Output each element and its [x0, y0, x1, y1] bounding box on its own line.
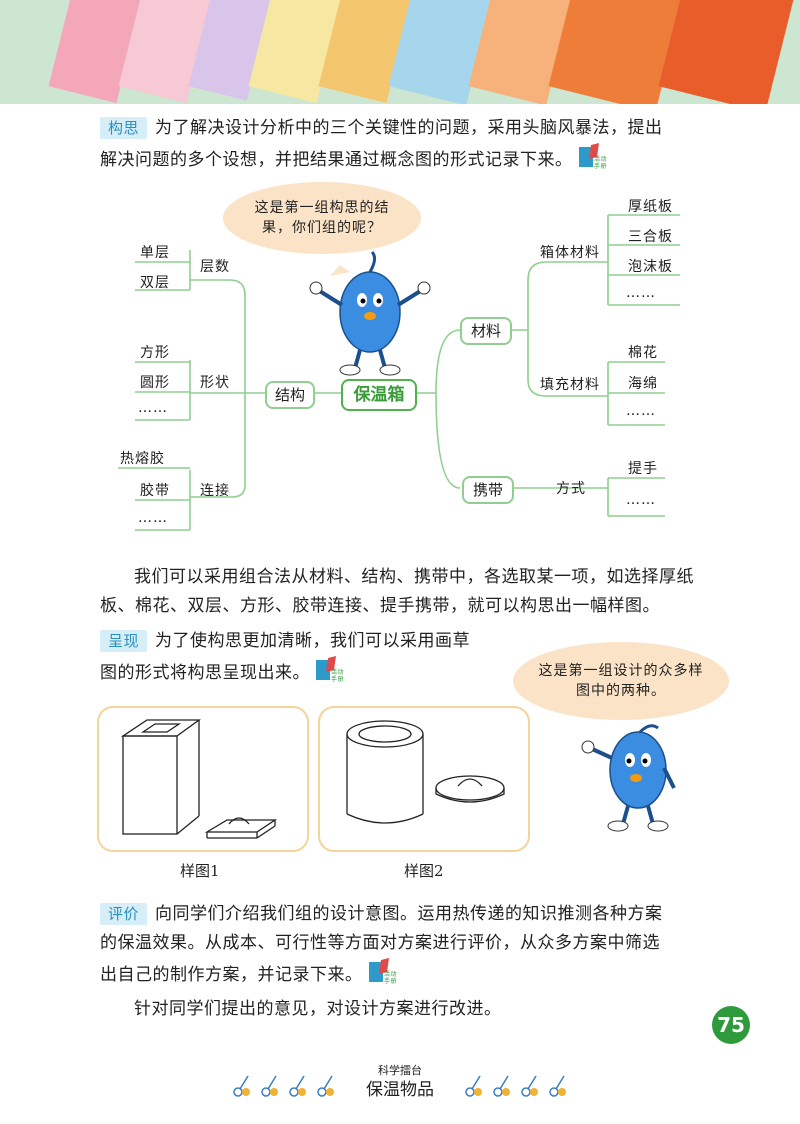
leaf-box-more: …… [626, 285, 656, 301]
header-banner [0, 0, 800, 104]
concept-center-node: 保温箱 [341, 379, 417, 411]
sample-sketch-2 [318, 706, 530, 852]
section-tag-pingjia: 评价 [100, 903, 148, 925]
leaf-tape: 胶带 [140, 483, 170, 499]
node-layers: 层数 [200, 259, 230, 275]
section-tag-gousi: 构思 [100, 117, 148, 139]
leaf-fill-more: …… [626, 403, 656, 419]
round-box-sketch-icon [346, 720, 505, 824]
speech-bubble-top-text: 这是第一组构思的结果，你们组的呢？ [254, 200, 390, 236]
sample-sketch-1 [97, 706, 309, 852]
node-material: 材料 [460, 317, 512, 345]
chengxian-line2: 图的形式将构思呈现出来。 [100, 663, 310, 683]
leaf-square: 方形 [140, 345, 170, 361]
footer-title: 保温物品 [366, 1080, 434, 1100]
leaf-sponge: 海绵 [628, 376, 658, 392]
node-structure: 结构 [265, 381, 315, 409]
node-connect: 连接 [200, 483, 230, 499]
node-shape: 形状 [200, 375, 230, 391]
footer-series: 科学擂台 [378, 1064, 422, 1077]
leaf-plywood: 三合板 [628, 229, 673, 245]
svg-text:活动: 活动 [331, 668, 344, 676]
chengxian-paragraph: 呈现为了使构思更加清晰，我们可以采用画草 图的形式将构思呈现出来。活动手册 [100, 627, 520, 694]
page-number: 75 [712, 1006, 750, 1044]
combine-line2: 板、棉花、双层、方形、胶带连接、提手携带，就可以构思出一幅样图。 [100, 596, 660, 616]
pingjia-paragraph: 评价向同学们介绍我们组的设计意图。运用热传递的知识推测各种方案 的保温效果。从成… [100, 900, 760, 996]
activity-manual-icon: 活动手册 [577, 143, 611, 181]
node-box-material: 箱体材料 [540, 245, 600, 261]
leaf-cardboard: 厚纸板 [628, 199, 673, 215]
improve-paragraph: 针对同学们提出的意见，对设计方案进行改进。 [134, 999, 502, 1019]
node-fill-material: 填充材料 [540, 377, 600, 393]
chengxian-line1: 为了使构思更加清晰，我们可以采用画草 [155, 631, 471, 651]
mascot-icon [309, 250, 431, 376]
svg-text:手册: 手册 [331, 675, 344, 683]
speech-bubble-right: 这是第一组设计的众多样图中的两种。 [513, 642, 729, 720]
gousi-paragraph: 构思为了解决设计分析中的三个关键性的问题，采用头脑风暴法，提出 解决问题的多个设… [100, 114, 740, 181]
combine-line1: 我们可以采用组合法从材料、结构、携带中，各选取某一项，如选择厚纸 [134, 567, 694, 587]
leaf-hot-glue: 热熔胶 [120, 451, 165, 467]
section-tag-chengxian: 呈现 [100, 630, 148, 652]
speech-bubble-top: 这是第一组构思的结果，你们组的呢？ [223, 182, 421, 254]
combine-paragraph-2: 板、棉花、双层、方形、胶带连接、提手携带，就可以构思出一幅样图。 [100, 592, 760, 621]
svg-text:手册: 手册 [594, 162, 607, 170]
activity-manual-icon: 活动手册 [314, 656, 348, 694]
gousi-line1: 为了解决设计分析中的三个关键性的问题，采用头脑风暴法，提出 [155, 118, 663, 138]
speech-bubble-right-text: 这是第一组设计的众多样图中的两种。 [538, 663, 704, 699]
svg-text:手册: 手册 [384, 977, 397, 985]
leaf-double-layer: 双层 [140, 275, 170, 291]
leaf-handle: 提手 [628, 461, 658, 477]
leaf-shape-more: …… [138, 400, 168, 416]
node-method: 方式 [556, 481, 586, 497]
footer-scissors-left-icon [233, 1075, 334, 1097]
caption-sample-2: 样图2 [404, 862, 444, 880]
leaf-connect-more: …… [138, 510, 168, 526]
pingjia-line1: 向同学们介绍我们组的设计意图。运用热传递的知识推测各种方案 [155, 904, 663, 924]
svg-text:活动: 活动 [384, 970, 397, 978]
activity-manual-icon: 活动手册 [367, 958, 401, 996]
caption-sample-1: 样图1 [180, 862, 220, 880]
footer-scissors-right-icon [465, 1075, 566, 1097]
node-carry: 携带 [462, 476, 514, 504]
leaf-foam-board: 泡沫板 [628, 259, 673, 275]
pingjia-line2: 的保温效果。从成本、可行性等方面对方案进行评价，从众多方案中筛选 [100, 933, 660, 953]
leaf-round: 圆形 [140, 375, 170, 391]
leaf-cotton: 棉花 [628, 345, 658, 361]
mascot-pointing-icon [581, 724, 676, 832]
leaf-method-more: …… [626, 492, 656, 508]
svg-text:活动: 活动 [594, 155, 607, 163]
combine-paragraph: 我们可以采用组合法从材料、结构、携带中，各选取某一项，如选择厚纸 [100, 563, 760, 592]
pingjia-line3: 出自己的制作方案，并记录下来。 [100, 965, 363, 985]
leaf-single-layer: 单层 [140, 245, 170, 261]
gousi-line2: 解决问题的多个设想，并把结果通过概念图的形式记录下来。 [100, 150, 573, 170]
square-box-sketch-icon [120, 719, 278, 839]
